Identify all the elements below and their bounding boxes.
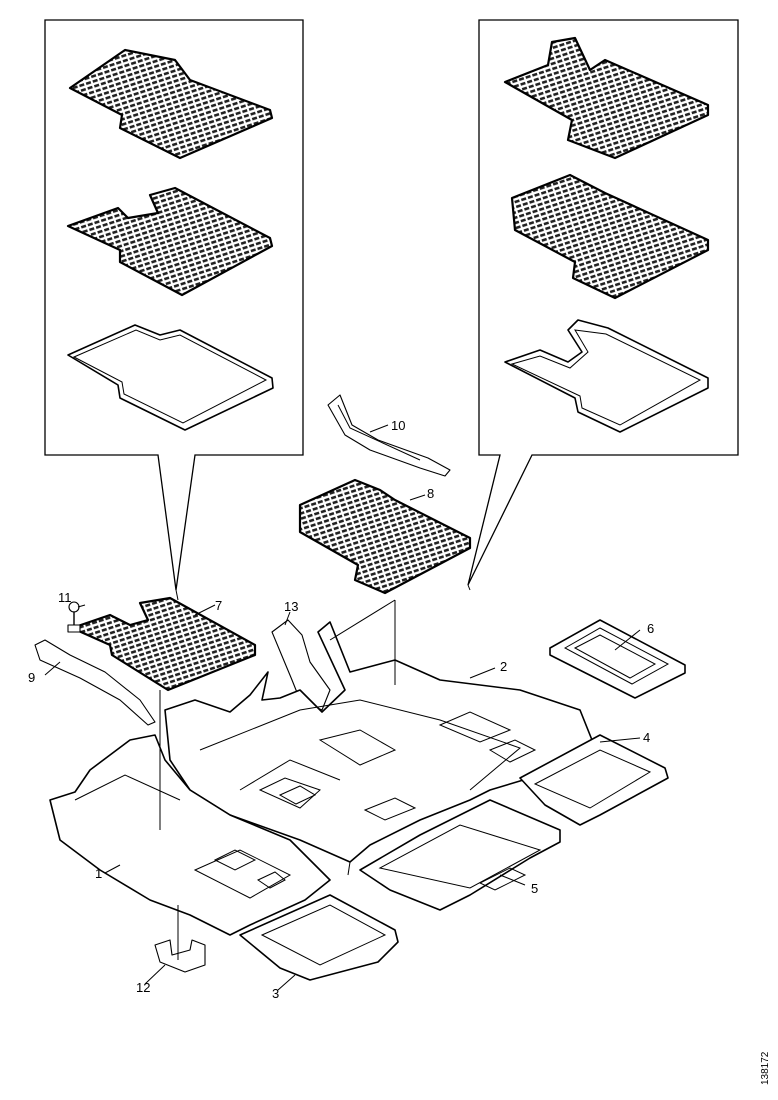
inset-right-mat-outline — [504, 319, 709, 433]
part-9-trim-strip — [34, 639, 156, 726]
right-detail-inset — [467, 19, 739, 586]
part-8-rear-mat — [298, 478, 472, 595]
callout-10: 10 — [391, 418, 405, 433]
part-1-left-carpet — [49, 734, 331, 936]
callout-8: 8 — [427, 486, 434, 501]
part-12-bracket — [154, 939, 206, 973]
part-7-front-mat — [70, 596, 257, 692]
callout-7: 7 — [215, 598, 222, 613]
part-10-trim-strip — [327, 394, 451, 477]
callout-4: 4 — [643, 730, 650, 745]
callout-2: 2 — [500, 659, 507, 674]
callout-13: 13 — [284, 599, 298, 614]
part-6-plate — [549, 619, 686, 699]
callout-1: 1 — [95, 866, 102, 881]
callout-12: 12 — [136, 980, 150, 995]
reference-number: 138172 — [760, 1051, 771, 1085]
callout-5: 5 — [531, 881, 538, 896]
callout-9: 9 — [28, 670, 35, 685]
leader-lines — [44, 424, 641, 991]
part-2-main-carpet — [164, 621, 593, 876]
inset-left-mat-b — [66, 186, 274, 297]
callout-11: 11 — [58, 590, 72, 605]
callout-labels: 1 2 3 4 5 6 7 8 9 10 11 12 13 — [28, 418, 654, 1001]
left-detail-inset — [44, 19, 304, 591]
inset-right-mat-a — [503, 36, 710, 160]
callout-3: 3 — [272, 986, 279, 1001]
inset-left-mat-a — [68, 48, 274, 160]
part-5-center-section — [359, 799, 561, 911]
callout-6: 6 — [647, 621, 654, 636]
part-13-bracket — [271, 619, 331, 711]
inset-right-mat-b — [510, 173, 710, 300]
inset-left-mat-outline — [67, 324, 274, 431]
part-3-front-left-section — [239, 894, 399, 981]
